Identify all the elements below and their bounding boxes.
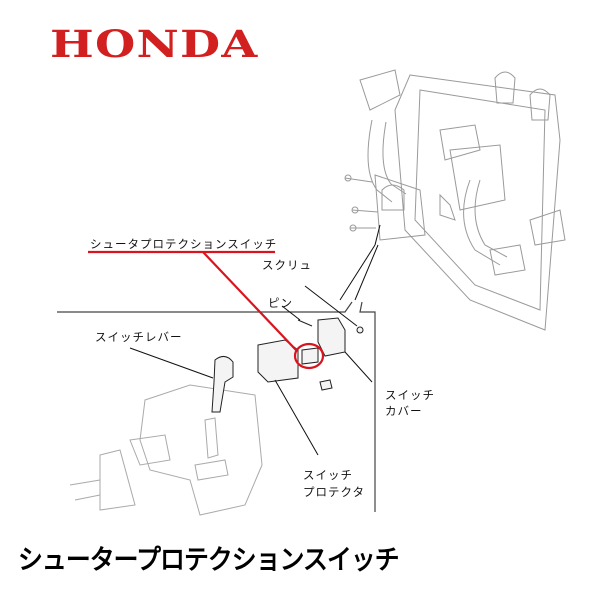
leader-lines (129, 224, 381, 456)
screw-part (356, 326, 364, 334)
label-pin: ピン (268, 296, 293, 310)
switch-assembly-illustration (211, 317, 364, 413)
label-switch-cover-line2: カバー (385, 404, 423, 418)
detail-frame (57, 301, 376, 512)
label-switch-lever: スイッチレバー (95, 330, 183, 344)
label-screw: スクリュ (262, 258, 312, 272)
label-switch-protector-line1: スイッチ (303, 468, 353, 482)
snowblower-frame-illustration (344, 69, 566, 331)
chute-protection-switch-highlight (88, 250, 325, 370)
label-switch-protector-line2: プロテクタ (303, 485, 366, 499)
label-switch-cover-line1: スイッチ (385, 388, 435, 402)
label-chute-protection-switch: シュータプロテクションスイッチ (90, 237, 278, 251)
honda-logo: HONDA (50, 22, 259, 66)
mounting-plate-illustration (69, 384, 263, 516)
switch-lever-part (211, 356, 234, 413)
switch-part (301, 347, 319, 365)
product-title: シュータープロテクションスイッチ (18, 545, 400, 576)
